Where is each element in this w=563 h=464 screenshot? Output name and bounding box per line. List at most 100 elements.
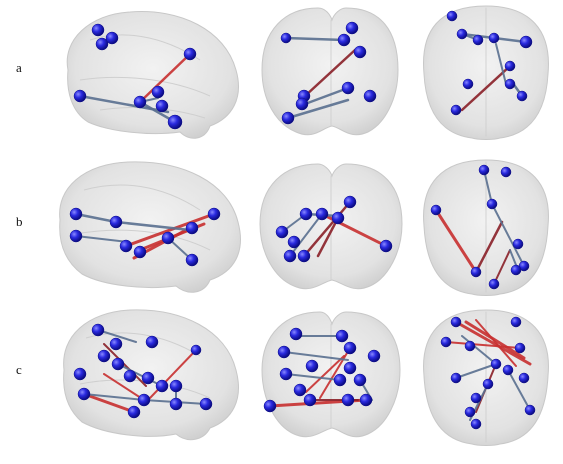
brain-node — [482, 378, 494, 390]
connection-edge — [289, 213, 323, 257]
connection-edge — [114, 220, 192, 232]
connection-edge — [75, 235, 129, 243]
connection-edge — [284, 36, 346, 42]
brain-node — [169, 379, 183, 393]
connection-edge — [434, 208, 478, 274]
connection-edge — [483, 169, 493, 205]
brain-node — [379, 239, 393, 253]
brain-node — [363, 89, 377, 103]
connection-edge — [303, 86, 350, 106]
brain-gyri-texture — [75, 184, 211, 251]
brain-node — [486, 198, 498, 210]
brain-node — [91, 23, 105, 37]
brain-node — [519, 35, 533, 49]
brain-node — [450, 316, 462, 328]
brain-node — [289, 327, 303, 341]
brain-node — [105, 31, 119, 45]
row-label-b: b — [16, 214, 23, 229]
brain-node — [472, 34, 484, 46]
connection-edge — [495, 43, 507, 85]
connection-edge — [74, 212, 118, 224]
brain-node — [281, 111, 295, 125]
panel-a-axial — [423, 5, 549, 140]
brain-node — [155, 99, 169, 113]
connection-edge — [302, 200, 352, 258]
brain-node — [490, 358, 502, 370]
brain-node — [207, 207, 221, 221]
brain-node — [446, 10, 458, 22]
brain-node — [470, 266, 482, 278]
brain-node — [277, 345, 291, 359]
brain-node — [335, 329, 349, 343]
brain-node — [95, 37, 109, 51]
connection-edge — [464, 320, 526, 360]
brain-node — [502, 364, 514, 376]
brain-node — [464, 406, 476, 418]
row-label-a: a — [16, 60, 22, 75]
brain-node — [341, 393, 355, 407]
brain-node — [518, 372, 530, 384]
brain-node — [133, 95, 147, 109]
brain-node — [504, 78, 516, 90]
brain-node — [353, 45, 367, 59]
brain-node — [333, 373, 347, 387]
brain-node — [488, 278, 500, 290]
brain-node — [293, 383, 307, 397]
brain-node — [73, 367, 87, 381]
connection-edge — [316, 216, 340, 258]
brain-node — [141, 371, 155, 385]
connection-edge — [283, 351, 349, 361]
panel-a-sagittal — [66, 11, 239, 139]
connection-edge — [491, 203, 525, 267]
brain-node — [169, 397, 183, 411]
brain-node — [430, 204, 442, 216]
panel-c-axial — [423, 309, 549, 446]
brain-node — [510, 264, 522, 276]
brain-node — [299, 207, 313, 221]
brain-node — [69, 207, 83, 221]
brain-node — [303, 393, 317, 407]
brain-node — [287, 235, 301, 249]
brain-node — [524, 404, 536, 416]
connection-edge — [138, 52, 192, 104]
brain-node — [359, 393, 373, 407]
brain-node — [133, 245, 147, 259]
connection-edge — [475, 319, 517, 367]
panel-b-coronal — [259, 163, 403, 290]
brain-node — [199, 397, 213, 411]
brain-node — [450, 104, 462, 116]
brain-node — [337, 33, 351, 47]
brain-node — [185, 253, 199, 267]
brain-node — [69, 229, 83, 243]
brain-node — [512, 238, 524, 250]
brain-node — [345, 21, 359, 35]
brain-node — [343, 361, 357, 375]
brain-node — [155, 379, 169, 393]
brain-node — [470, 392, 482, 404]
brain-node — [297, 249, 311, 263]
brain-node — [331, 211, 345, 225]
panel-b-axial — [423, 159, 549, 296]
connection-edge — [461, 335, 497, 365]
brain-node — [353, 373, 367, 387]
connection-edge — [82, 392, 136, 414]
connection-edge — [305, 355, 345, 393]
brain-node — [315, 207, 329, 221]
brain-node — [514, 342, 526, 354]
brain-node — [295, 97, 309, 111]
connection-edge — [455, 363, 497, 379]
brain-node — [516, 90, 528, 102]
brain-node — [111, 357, 125, 371]
brain-node — [279, 367, 293, 381]
connection-edge — [103, 343, 147, 387]
connection-edge — [474, 220, 504, 274]
brain-node — [510, 316, 522, 328]
brain-node — [488, 32, 500, 44]
connection-edge — [460, 64, 512, 112]
connection-edge — [97, 329, 137, 343]
brain-node — [456, 28, 468, 40]
brain-node — [341, 81, 355, 95]
brain-node — [275, 225, 289, 239]
brain-node — [123, 369, 137, 383]
